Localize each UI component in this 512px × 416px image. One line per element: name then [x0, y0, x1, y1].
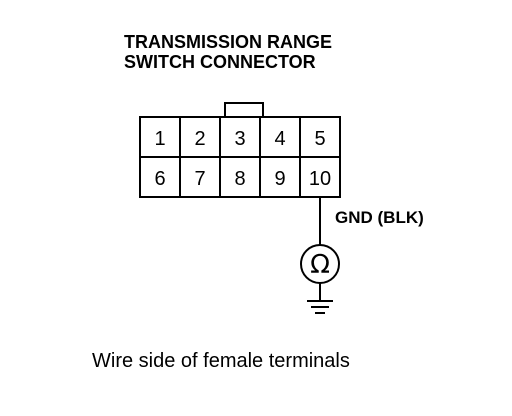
pin-6: 6	[154, 168, 165, 190]
ground-icon	[307, 300, 333, 314]
pin-2: 2	[194, 128, 205, 150]
pin-8: 8	[234, 168, 245, 190]
gnd-label: GND (BLK)	[335, 208, 424, 227]
pin-10: 10	[309, 168, 331, 190]
ohmmeter-icon: Ω	[300, 244, 340, 284]
caption: Wire side of female terminals	[92, 350, 350, 372]
title-line-2: SWITCH CONNECTOR	[124, 52, 316, 72]
pin-9: 9	[274, 168, 285, 190]
pin-5: 5	[314, 128, 325, 150]
pin-7: 7	[194, 168, 205, 190]
connector-lock-tab	[224, 102, 264, 119]
connector-body	[139, 116, 341, 198]
pin-4: 4	[274, 128, 285, 150]
pin-3: 3	[234, 128, 245, 150]
pin-1: 1	[154, 128, 165, 150]
ohm-symbol: Ω	[310, 250, 330, 280]
title-line-1: TRANSMISSION RANGE	[124, 32, 332, 52]
